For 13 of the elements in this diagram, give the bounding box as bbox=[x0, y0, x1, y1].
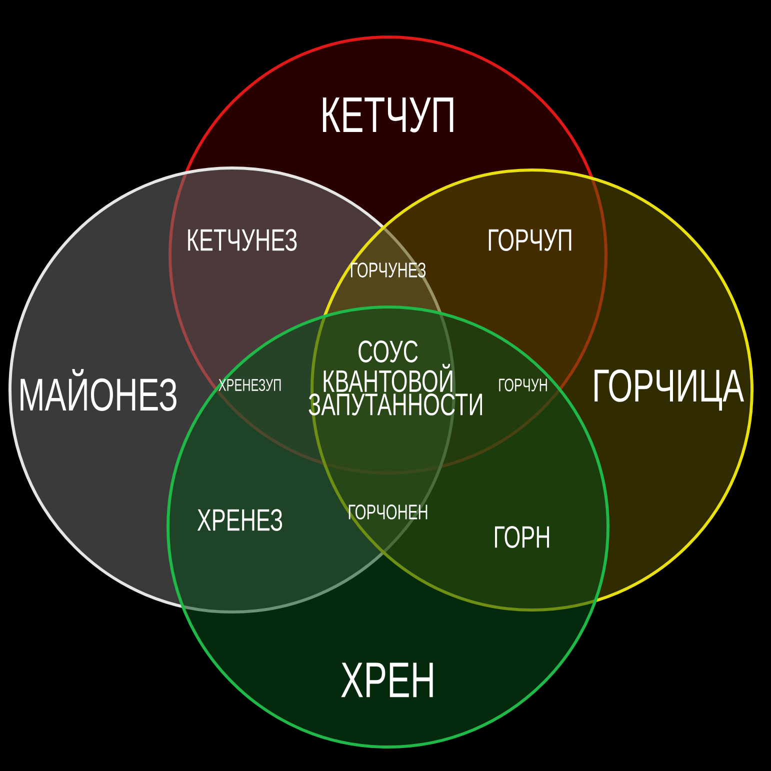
set-label: КЕТЧУП bbox=[322, 98, 454, 132]
region-label: ГОРЧОНЕН bbox=[348, 504, 428, 520]
set-label: МАЙОНЕЗ bbox=[20, 369, 176, 411]
set-label: ГОРЧИЦА bbox=[594, 369, 744, 411]
set-label: ХРЕН bbox=[341, 662, 433, 698]
region-label: ГОРН bbox=[495, 526, 550, 548]
region-label: ГОРЧУП bbox=[488, 229, 572, 251]
region-label: ХРЕНЕЗ bbox=[197, 509, 282, 531]
region-label: ХРЕНЕЗУП bbox=[218, 378, 281, 392]
region-label: СОУС КВАНТОВОЙ ЗАПУТАННОСТИ bbox=[308, 340, 482, 416]
region-label: КЕТЧУНЕЗ bbox=[188, 229, 297, 251]
region-label: ГОРЧУНЕЗ bbox=[350, 262, 426, 278]
region-label: ГОРЧУН bbox=[499, 378, 547, 392]
